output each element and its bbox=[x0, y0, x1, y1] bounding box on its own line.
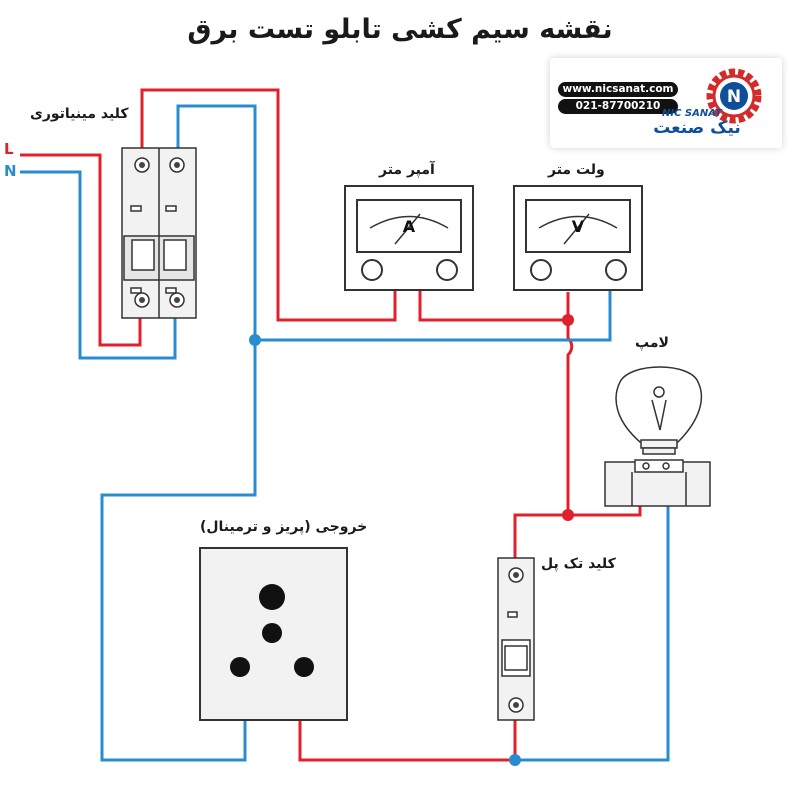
neutral-junction-dot-bottom bbox=[509, 754, 521, 766]
single-pole-switch-label: کلید تک پل bbox=[541, 556, 616, 572]
neutral-wires bbox=[20, 104, 670, 762]
mcb-label: کلید مینیاتوری bbox=[30, 106, 129, 122]
voltmeter-symbol: V bbox=[572, 217, 585, 236]
neutral-label: N bbox=[4, 162, 17, 180]
outlet-device bbox=[199, 547, 348, 721]
lamp-label: لامپ bbox=[635, 335, 669, 351]
miniature-breaker bbox=[121, 147, 197, 319]
phone-text: 021-87700210 bbox=[558, 99, 678, 114]
website-text: www.nicsanat.com bbox=[558, 82, 678, 97]
single-pole-switch bbox=[497, 557, 535, 721]
ammeter-label: آمپر متر bbox=[379, 162, 435, 178]
brand-name-fa: نیک صنعت bbox=[653, 118, 741, 138]
neutral-junction-dot bbox=[249, 334, 261, 346]
outlet-label: خروجی (پریز و ترمینال) bbox=[200, 519, 368, 535]
gear-icon: N bbox=[706, 68, 762, 124]
line-junction-dot-top bbox=[562, 314, 574, 326]
line-label: L bbox=[4, 140, 14, 158]
company-logo: www.nicsanat.com 021-87700210 N NIC SANA… bbox=[550, 58, 782, 148]
junction-to-switch-wire bbox=[513, 513, 568, 560]
ammeter-symbol: A bbox=[403, 217, 416, 236]
outlet-line-wire bbox=[298, 720, 517, 762]
voltmeter-label: ولت متر bbox=[548, 162, 605, 178]
ammeter-to-junction-wire bbox=[418, 290, 568, 322]
neutral-input-wire bbox=[20, 170, 177, 360]
logo-letter: N bbox=[727, 87, 741, 107]
line-wires bbox=[20, 88, 642, 762]
line-junction-dot-mid bbox=[562, 509, 574, 521]
line-riser-wire bbox=[566, 320, 574, 515]
ammeter-device bbox=[344, 185, 474, 291]
neutral-bus-wire bbox=[255, 290, 612, 342]
lamp-to-switch-neutral-wire bbox=[515, 470, 670, 762]
mcb-to-ammeter-wire bbox=[140, 88, 397, 322]
voltmeter-device bbox=[513, 185, 643, 291]
mcb-neutral-out-wire bbox=[100, 104, 257, 762]
diagram-title: نقشه سیم کشی تابلو تست برق bbox=[187, 14, 613, 45]
line-input-wire bbox=[20, 153, 142, 347]
brand-name-en: NIC SANAT bbox=[662, 108, 722, 119]
lamp-device bbox=[604, 366, 711, 507]
